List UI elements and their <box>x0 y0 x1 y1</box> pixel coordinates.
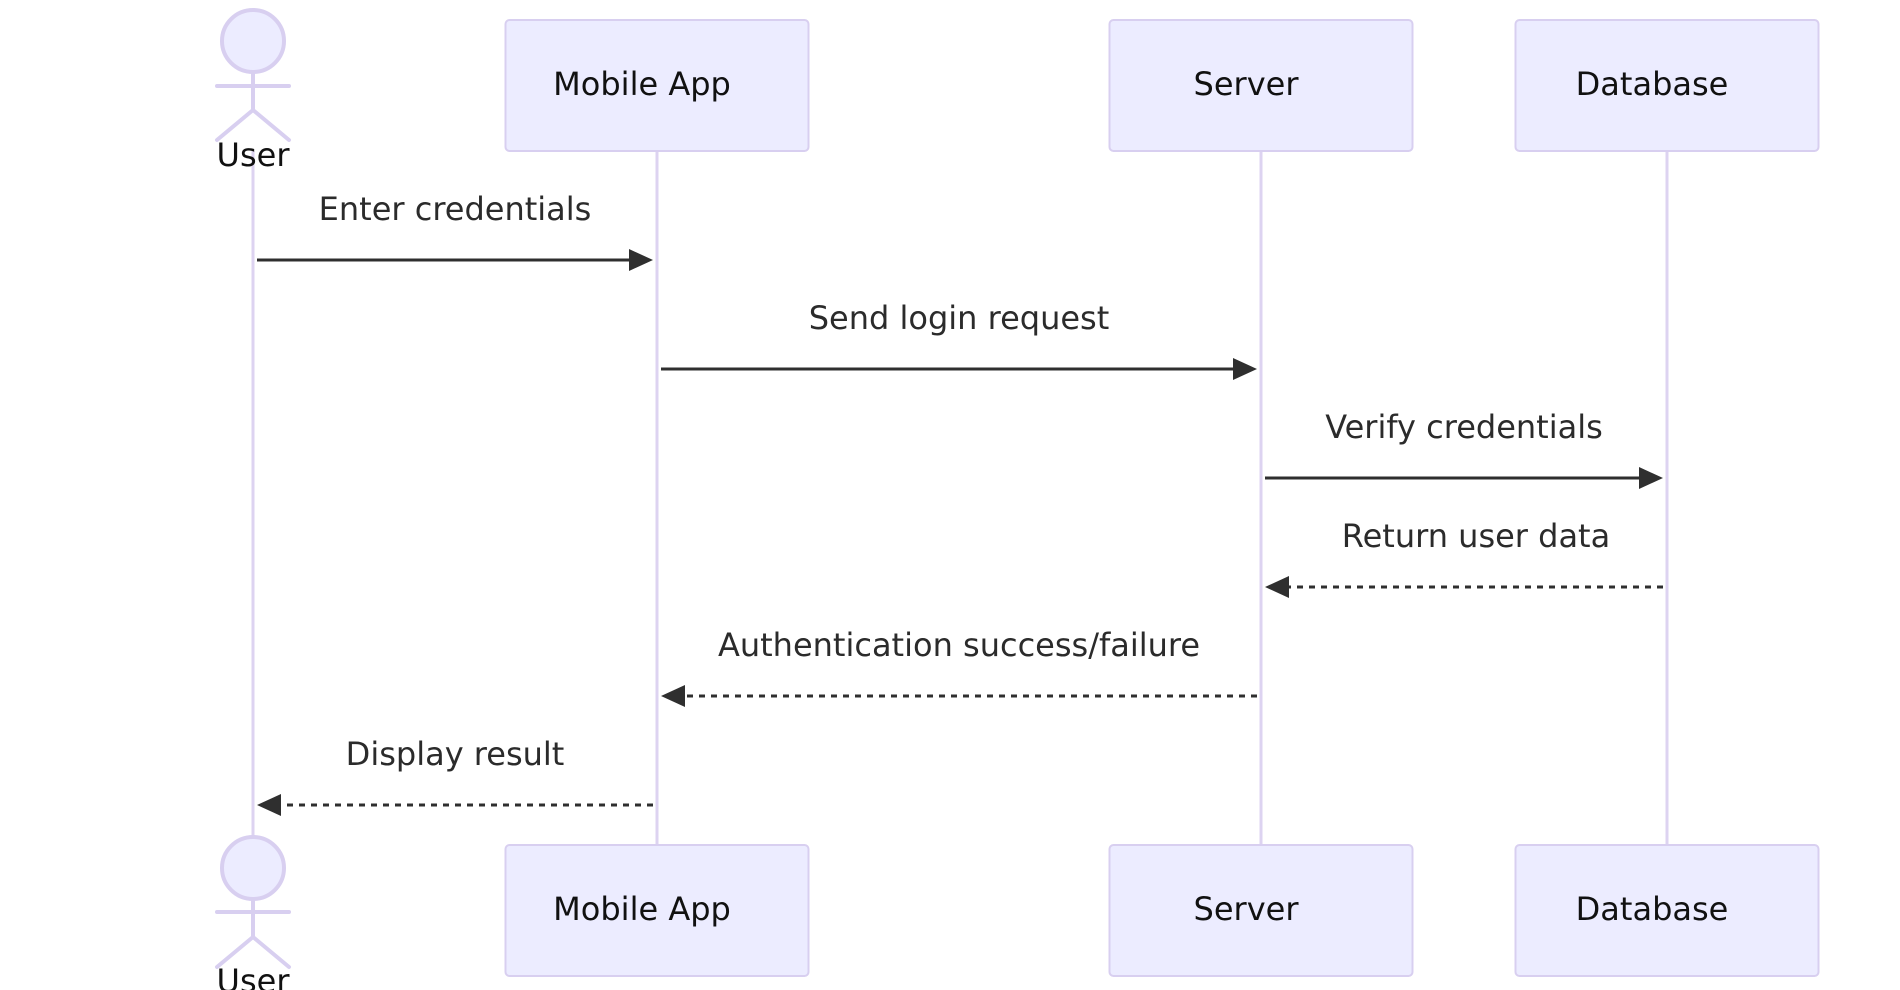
arrowhead-icon <box>1265 576 1289 598</box>
arrowhead-icon <box>257 794 281 816</box>
bottom-participant-box <box>504 844 810 977</box>
message-label-6: Display result <box>346 735 565 773</box>
top-participant-box <box>504 19 810 152</box>
actor-right-leg-icon <box>251 108 291 142</box>
message-label-1: Enter credentials <box>319 190 592 228</box>
message-label-3: Verify credentials <box>1325 408 1603 446</box>
bottom-participant-label: Database <box>1576 890 1729 928</box>
message-5: Authentication success/failure <box>661 626 1257 707</box>
arrowhead-icon <box>1233 358 1257 380</box>
bottom-participant-box <box>1514 844 1820 977</box>
actor-head-icon <box>220 8 286 74</box>
arrowhead-icon <box>1639 467 1663 489</box>
message-label-2: Send login request <box>809 299 1110 337</box>
top-participant-box <box>1108 19 1414 152</box>
top-participant-mobile-app: Mobile App <box>504 19 810 152</box>
top-participant-database: Database <box>1514 19 1820 152</box>
bottom-participant-box <box>1108 844 1414 977</box>
bottom-actor-user: User <box>215 835 291 990</box>
top-participant-server: Server <box>1108 19 1414 152</box>
bottom-actor-label: User <box>217 962 291 990</box>
actor-right-leg-icon <box>251 935 291 969</box>
top-participant-label: Mobile App <box>553 65 731 103</box>
actor-left-leg-icon <box>215 108 255 142</box>
top-actor-user: User <box>215 8 291 174</box>
message-1: Enter credentials <box>257 190 653 271</box>
bottom-participant-mobile-app: Mobile App <box>504 844 810 977</box>
arrowhead-icon <box>661 685 685 707</box>
top-actor-label: User <box>217 136 291 174</box>
message-label-5: Authentication success/failure <box>718 626 1200 664</box>
message-2: Send login request <box>661 299 1257 380</box>
bottom-participant-label: Server <box>1194 890 1300 928</box>
arrowhead-icon <box>629 249 653 271</box>
top-participant-label: Database <box>1576 65 1729 103</box>
message-3: Verify credentials <box>1265 408 1663 489</box>
actor-head-icon <box>220 835 286 901</box>
actor-left-leg-icon <box>215 935 255 969</box>
bottom-participant-server: Server <box>1108 844 1414 977</box>
bottom-participant-label: Mobile App <box>553 890 731 928</box>
top-participant-box <box>1514 19 1820 152</box>
message-6: Display result <box>257 735 653 816</box>
message-label-4: Return user data <box>1342 517 1610 555</box>
top-participant-label: Server <box>1194 65 1300 103</box>
bottom-participant-database: Database <box>1514 844 1820 977</box>
message-4: Return user data <box>1265 517 1663 598</box>
